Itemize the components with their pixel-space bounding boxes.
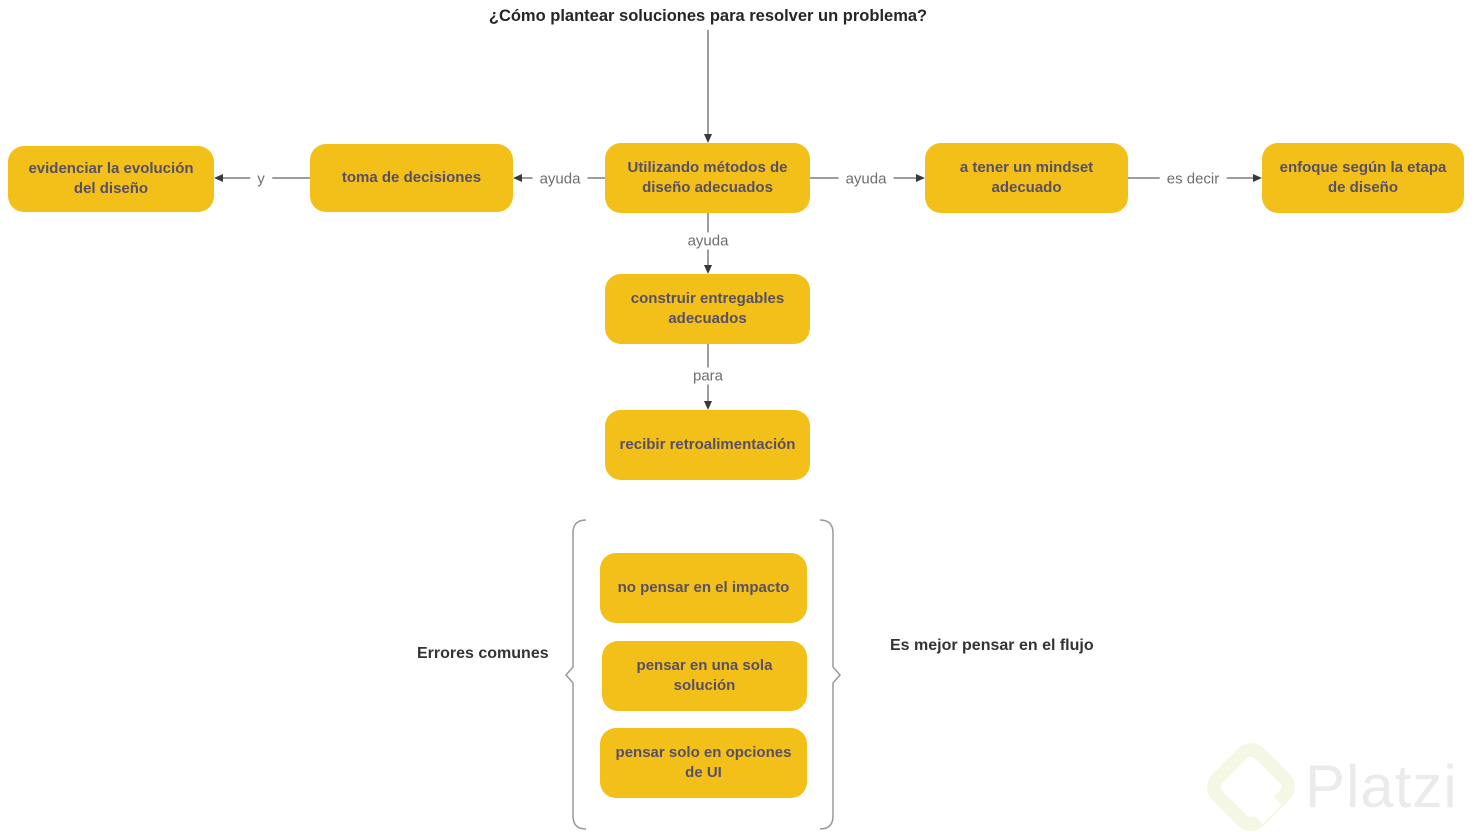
node-label: Utilizando métodos de diseño adecuados bbox=[627, 158, 788, 196]
edge-label-ayuda-left: ayuda bbox=[532, 170, 588, 188]
edge-label-y: y bbox=[250, 170, 272, 188]
platzi-logo-icon bbox=[1207, 743, 1295, 831]
node-error-impacto: no pensar en el impacto bbox=[600, 553, 807, 623]
platzi-watermark: Platzi bbox=[1205, 742, 1458, 832]
node-label: a tener un mindset adecuado bbox=[959, 158, 1094, 196]
node-label: pensar en una sola solución bbox=[636, 656, 773, 694]
edge-label-para: para bbox=[685, 367, 731, 385]
node-recibir-retroalimentacion: recibir retroalimentación bbox=[605, 410, 810, 480]
edge-label-ayuda-right: ayuda bbox=[838, 170, 894, 188]
node-toma-decisiones: toma de decisiones bbox=[310, 144, 513, 212]
node-label: enfoque según la etapa de diseño bbox=[1279, 158, 1447, 196]
node-label: construir entregables adecuados bbox=[630, 289, 785, 327]
diagram-title: ¿Cómo plantear soluciones para resolver … bbox=[488, 7, 928, 25]
node-label: pensar solo en opciones de UI bbox=[615, 743, 792, 781]
node-label: no pensar en el impacto bbox=[617, 578, 790, 596]
node-label: evidenciar la evolución del diseño bbox=[28, 159, 194, 197]
node-metodos-diseno: Utilizando métodos de diseño adecuados bbox=[605, 143, 810, 213]
node-label: recibir retroalimentación bbox=[619, 435, 796, 453]
node-error-opciones-ui: pensar solo en opciones de UI bbox=[600, 728, 807, 798]
note-errores-comunes: Errores comunes bbox=[417, 645, 549, 662]
note-mejor-flujo: Es mejor pensar en el flujo bbox=[890, 637, 1094, 654]
node-label: toma de decisiones bbox=[341, 168, 482, 186]
node-error-sola-solucion: pensar en una sola solución bbox=[602, 641, 807, 711]
node-entregables-adecuados: construir entregables adecuados bbox=[605, 274, 810, 344]
connector-lines bbox=[218, 30, 1258, 406]
node-evidenciar-evolucion: evidenciar la evolución del diseño bbox=[8, 146, 214, 212]
platzi-wordmark: Platzi bbox=[1305, 753, 1458, 820]
node-mindset-adecuado: a tener un mindset adecuado bbox=[925, 143, 1128, 213]
edge-label-ayuda-down: ayuda bbox=[680, 232, 736, 250]
node-enfoque-etapa: enfoque según la etapa de diseño bbox=[1262, 143, 1464, 213]
edge-label-es-decir: es decir bbox=[1159, 170, 1227, 188]
